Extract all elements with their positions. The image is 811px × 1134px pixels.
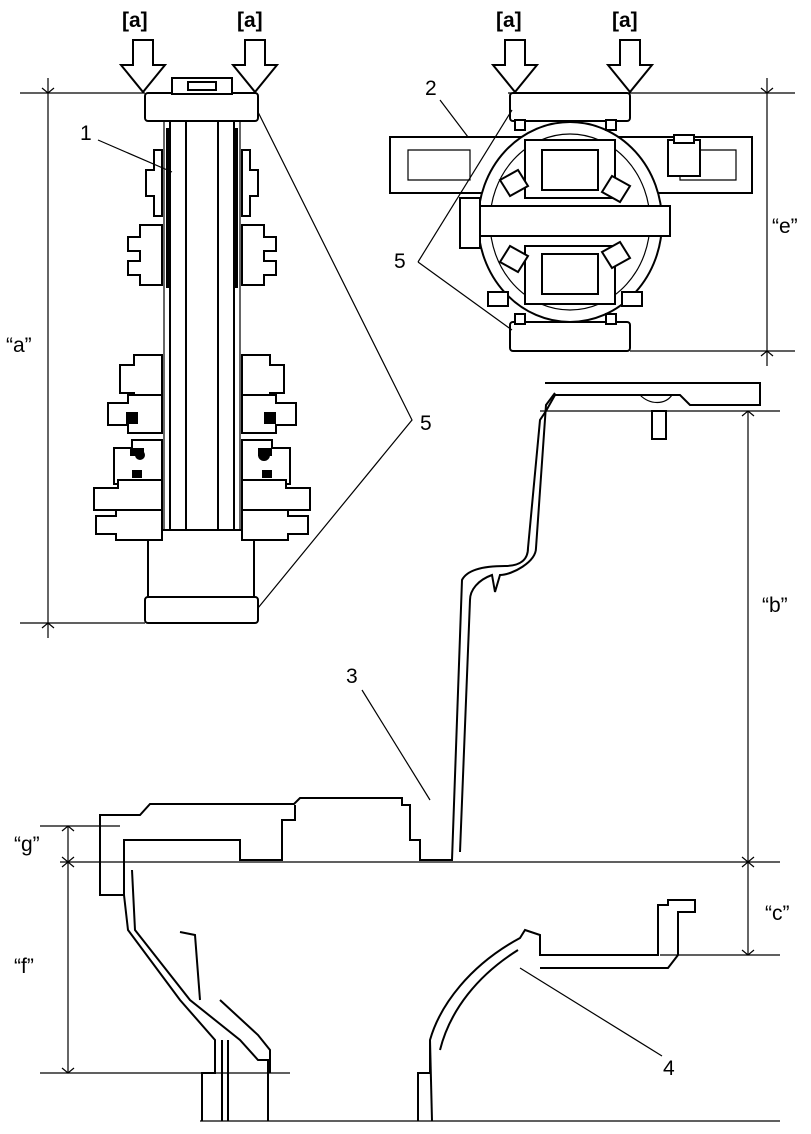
dimension-label-e: “e” <box>772 215 798 238</box>
callout-4: 4 <box>663 1057 675 1080</box>
callout-numbers: 1 2 3 4 5 5 <box>80 77 675 1080</box>
force-arrow-3: [a] <box>490 9 540 94</box>
dimension-label-g: “g” <box>14 833 40 856</box>
left-shaft-assembly <box>20 77 311 638</box>
dimension-labels: “a” “b” “c” “e” “f” “g” <box>6 215 798 978</box>
callout-5-lower: 5 <box>420 412 432 435</box>
leader-lines <box>97 99 663 1057</box>
force-label-2: [a] <box>237 9 263 32</box>
force-label-4: [a] <box>612 9 638 32</box>
force-label-1: [a] <box>122 9 148 32</box>
force-arrow-4: [a] <box>605 9 655 94</box>
force-arrow-1: [a] <box>118 9 168 94</box>
callout-3: 3 <box>346 665 358 688</box>
dimension-label-b: “b” <box>762 594 788 617</box>
lower-case-section <box>40 382 780 1122</box>
force-arrow-2: [a] <box>230 9 280 94</box>
callout-2: 2 <box>425 77 437 100</box>
callout-5-upper: 5 <box>394 250 406 273</box>
force-arrows: [a] [a] [a] [a] <box>118 9 655 94</box>
dimension-label-a: “a” <box>6 334 32 357</box>
callout-1: 1 <box>80 122 92 145</box>
upper-right-case-assembly <box>389 78 795 366</box>
dimension-label-c: “c” <box>765 902 790 925</box>
dimension-label-f: “f” <box>14 955 34 978</box>
force-label-3: [a] <box>496 9 522 32</box>
